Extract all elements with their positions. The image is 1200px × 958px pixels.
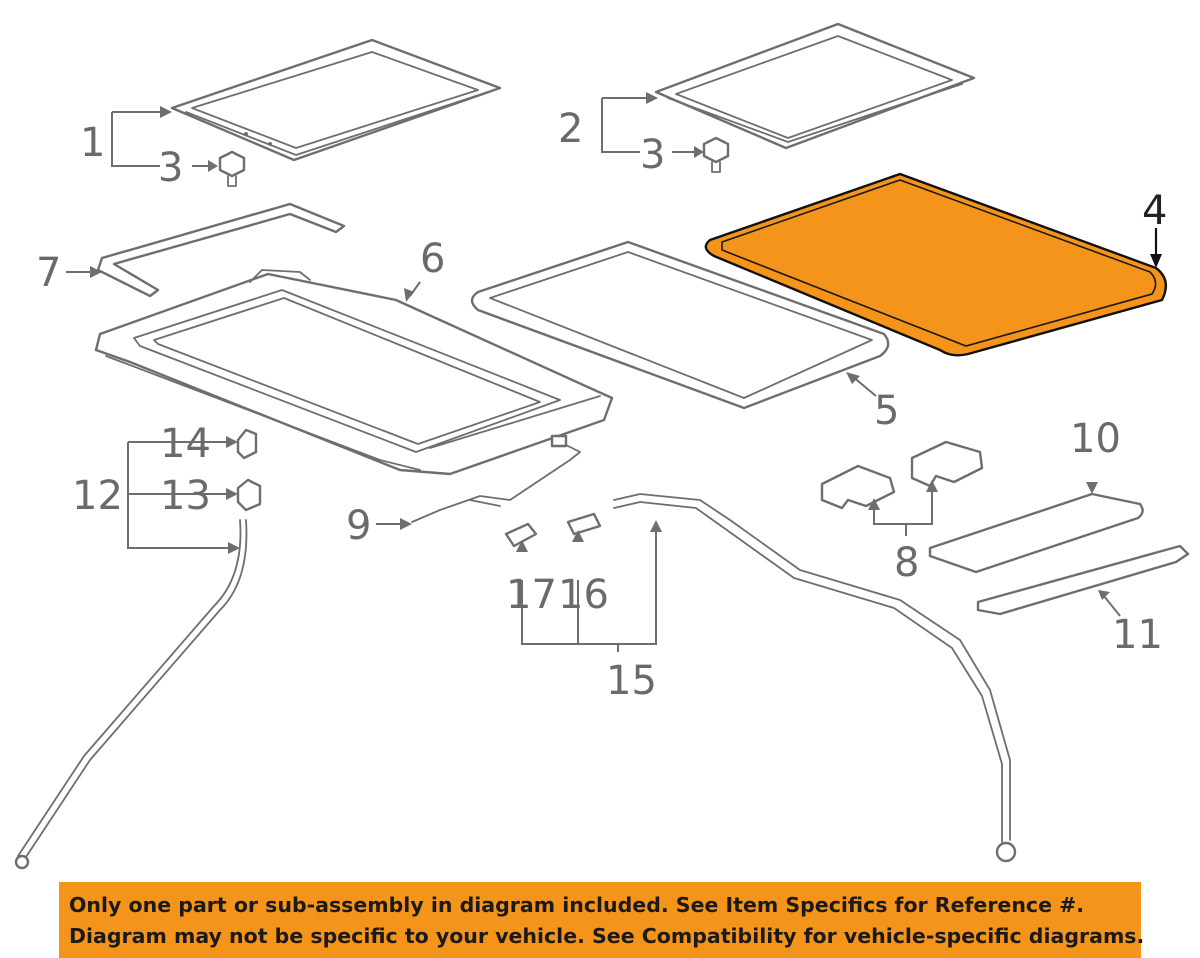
part-12-drain-hose xyxy=(14,519,248,870)
arrow-heads xyxy=(90,92,1162,600)
callout-8: 8 xyxy=(894,540,919,586)
callout-3-left: 3 xyxy=(158,145,183,191)
part-8-brackets xyxy=(820,440,984,510)
disclaimer-banner: Only one part or sub-assembly in diagram… xyxy=(59,882,1145,958)
part-6-frame xyxy=(94,269,614,476)
part-3-bolt-right xyxy=(702,136,730,173)
part-7-rail xyxy=(96,202,346,298)
part-10-track xyxy=(928,492,1144,574)
disclaimer-line-2: Diagram may not be specific to your vehi… xyxy=(69,924,1145,948)
part-4-sunshade-highlighted xyxy=(704,172,1168,357)
part-14-clip xyxy=(236,428,258,460)
callout-16: 16 xyxy=(558,572,609,618)
part-11-deflector xyxy=(976,544,1190,616)
callout-labels: 1 3 2 3 4 5 6 7 8 9 10 11 12 13 14 15 16… xyxy=(36,106,1167,704)
callout-2: 2 xyxy=(558,106,583,152)
part-13-clip xyxy=(236,478,262,512)
highlight-shape xyxy=(704,172,1168,357)
callout-13: 13 xyxy=(160,473,211,519)
part-9-harness xyxy=(411,434,581,523)
part-17-plug xyxy=(504,522,538,548)
callout-5: 5 xyxy=(874,388,899,434)
callout-10: 10 xyxy=(1070,416,1121,462)
callout-15: 15 xyxy=(606,658,657,704)
disclaimer-line-1: Only one part or sub-assembly in diagram… xyxy=(69,893,1085,917)
callout-11: 11 xyxy=(1112,612,1163,658)
callout-4: 4 xyxy=(1142,188,1167,234)
callout-9: 9 xyxy=(346,503,371,549)
part-15-drain-hose xyxy=(613,493,1017,863)
callout-7: 7 xyxy=(36,250,61,296)
callout-6: 6 xyxy=(420,236,445,282)
part-3-bolt-left xyxy=(218,150,246,187)
callout-3-right: 3 xyxy=(640,132,665,178)
part-5-seal xyxy=(470,240,890,410)
callout-1: 1 xyxy=(80,120,105,166)
part-16-plug xyxy=(566,512,602,536)
callout-12: 12 xyxy=(72,473,123,519)
part-2-glass-panel xyxy=(654,22,976,150)
callout-14: 14 xyxy=(160,421,211,467)
part-1-glass-panel xyxy=(170,38,502,162)
callout-17: 17 xyxy=(506,572,557,618)
